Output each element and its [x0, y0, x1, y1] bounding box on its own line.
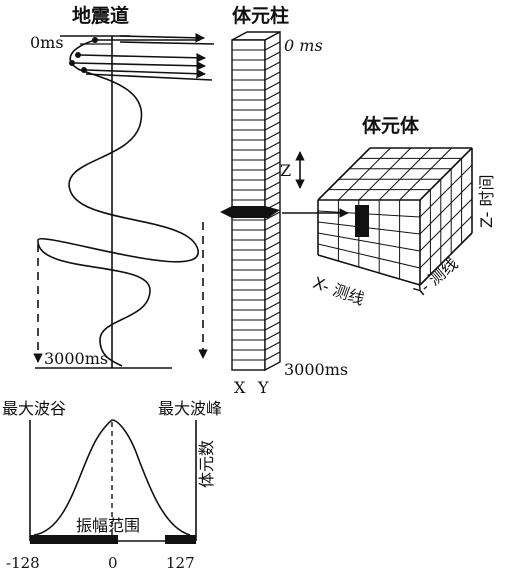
max-peak-label: 最大波峰 — [158, 399, 222, 418]
grid-line — [317, 254, 421, 286]
grid-line — [264, 121, 281, 131]
grid-line — [317, 147, 371, 201]
sample-point — [92, 37, 98, 43]
grid-line — [264, 311, 281, 321]
grid-line — [264, 51, 281, 61]
grid-line — [399, 147, 452, 201]
sample-arrows — [73, 32, 215, 81]
sample-point — [81, 67, 87, 73]
seismic-trace-title: 地震道 — [72, 4, 129, 27]
grid-line — [378, 147, 432, 201]
grid-line — [264, 251, 281, 261]
grid-line — [264, 351, 281, 361]
grid-line — [264, 211, 281, 221]
grid-line — [264, 271, 281, 281]
grid-line — [264, 151, 281, 161]
tick-min: -128 — [6, 554, 40, 572]
grid-line — [264, 301, 281, 311]
z-axis-letter: Z — [280, 161, 291, 180]
x-axis-letter: X — [234, 378, 246, 397]
cell-column-panel: 体元柱 0 ms 3000ms X Y Z — [220, 4, 349, 397]
grid-line — [264, 101, 281, 111]
cell-volume-title: 体元体 — [362, 114, 420, 137]
column-cells — [232, 41, 281, 361]
max-trough-label: 最大波谷 — [2, 399, 66, 418]
amplitude-histogram: 最大波谷 最大波峰 体元数 振幅范围 -128 0 127 — [2, 399, 222, 572]
tick-max: 127 — [166, 554, 195, 572]
grid-line — [264, 161, 281, 171]
grid-line — [264, 331, 281, 341]
grid-line — [264, 141, 281, 151]
cell-volume-panel: 体元体 X- 测线 Y- 测线 Z- 时间 — [311, 114, 496, 309]
column-front-face — [231, 39, 266, 371]
grid-line — [264, 261, 281, 271]
grid-line — [419, 198, 473, 252]
x-line-label: X- 测线 — [311, 273, 367, 309]
grid-line — [264, 241, 281, 251]
seismic-trace-panel: 地震道 0ms 3000ms — [30, 4, 215, 369]
cell-column-title: 体元柱 — [232, 4, 289, 27]
grid-line — [264, 131, 281, 141]
grid-line — [317, 243, 421, 269]
grid-line — [264, 321, 281, 331]
column-start-time-label: 0 ms — [284, 36, 323, 55]
grid-line — [264, 341, 281, 351]
sample-point — [69, 60, 75, 66]
grid-line — [264, 181, 281, 191]
grid-line — [264, 61, 281, 71]
trace-start-time-label: 0ms — [30, 33, 64, 52]
grid-line — [264, 71, 281, 81]
grid-line — [264, 171, 281, 181]
grid-line — [264, 81, 281, 91]
y-line-label: Y- 测线 — [410, 254, 462, 302]
grid-line — [264, 221, 281, 231]
low-amplitude-bar — [30, 535, 118, 544]
trace-waveform — [37, 39, 199, 367]
trace-end-time-label: 3000ms — [44, 349, 108, 368]
grid-line — [358, 147, 412, 201]
grid-line — [419, 232, 473, 286]
grid-line — [264, 291, 281, 301]
grid-line — [264, 281, 281, 291]
grid-line — [419, 147, 473, 201]
highlighted-cell — [220, 206, 280, 218]
sample-point — [75, 52, 81, 58]
column-end-time-label: 3000ms — [284, 360, 348, 379]
highlighted-cube-cell — [355, 205, 369, 237]
grid-line — [419, 215, 473, 269]
cell-count-label: 体元数 — [197, 440, 216, 488]
grid-line — [264, 231, 281, 241]
high-amplitude-bar — [165, 535, 196, 544]
grid-line — [264, 41, 281, 51]
distribution-curve — [33, 419, 191, 536]
y-axis-letter: Y — [257, 378, 269, 397]
grid-line — [264, 191, 281, 201]
grid-line — [264, 91, 281, 101]
z-time-label: Z- 时间 — [477, 174, 496, 228]
amplitude-range-label: 振幅范围 — [76, 516, 140, 535]
grid-line — [419, 164, 473, 218]
tick-zero: 0 — [108, 554, 118, 572]
grid-line — [338, 147, 391, 201]
grid-line — [264, 111, 281, 121]
grid-line — [419, 181, 473, 235]
grid-line — [317, 232, 421, 252]
